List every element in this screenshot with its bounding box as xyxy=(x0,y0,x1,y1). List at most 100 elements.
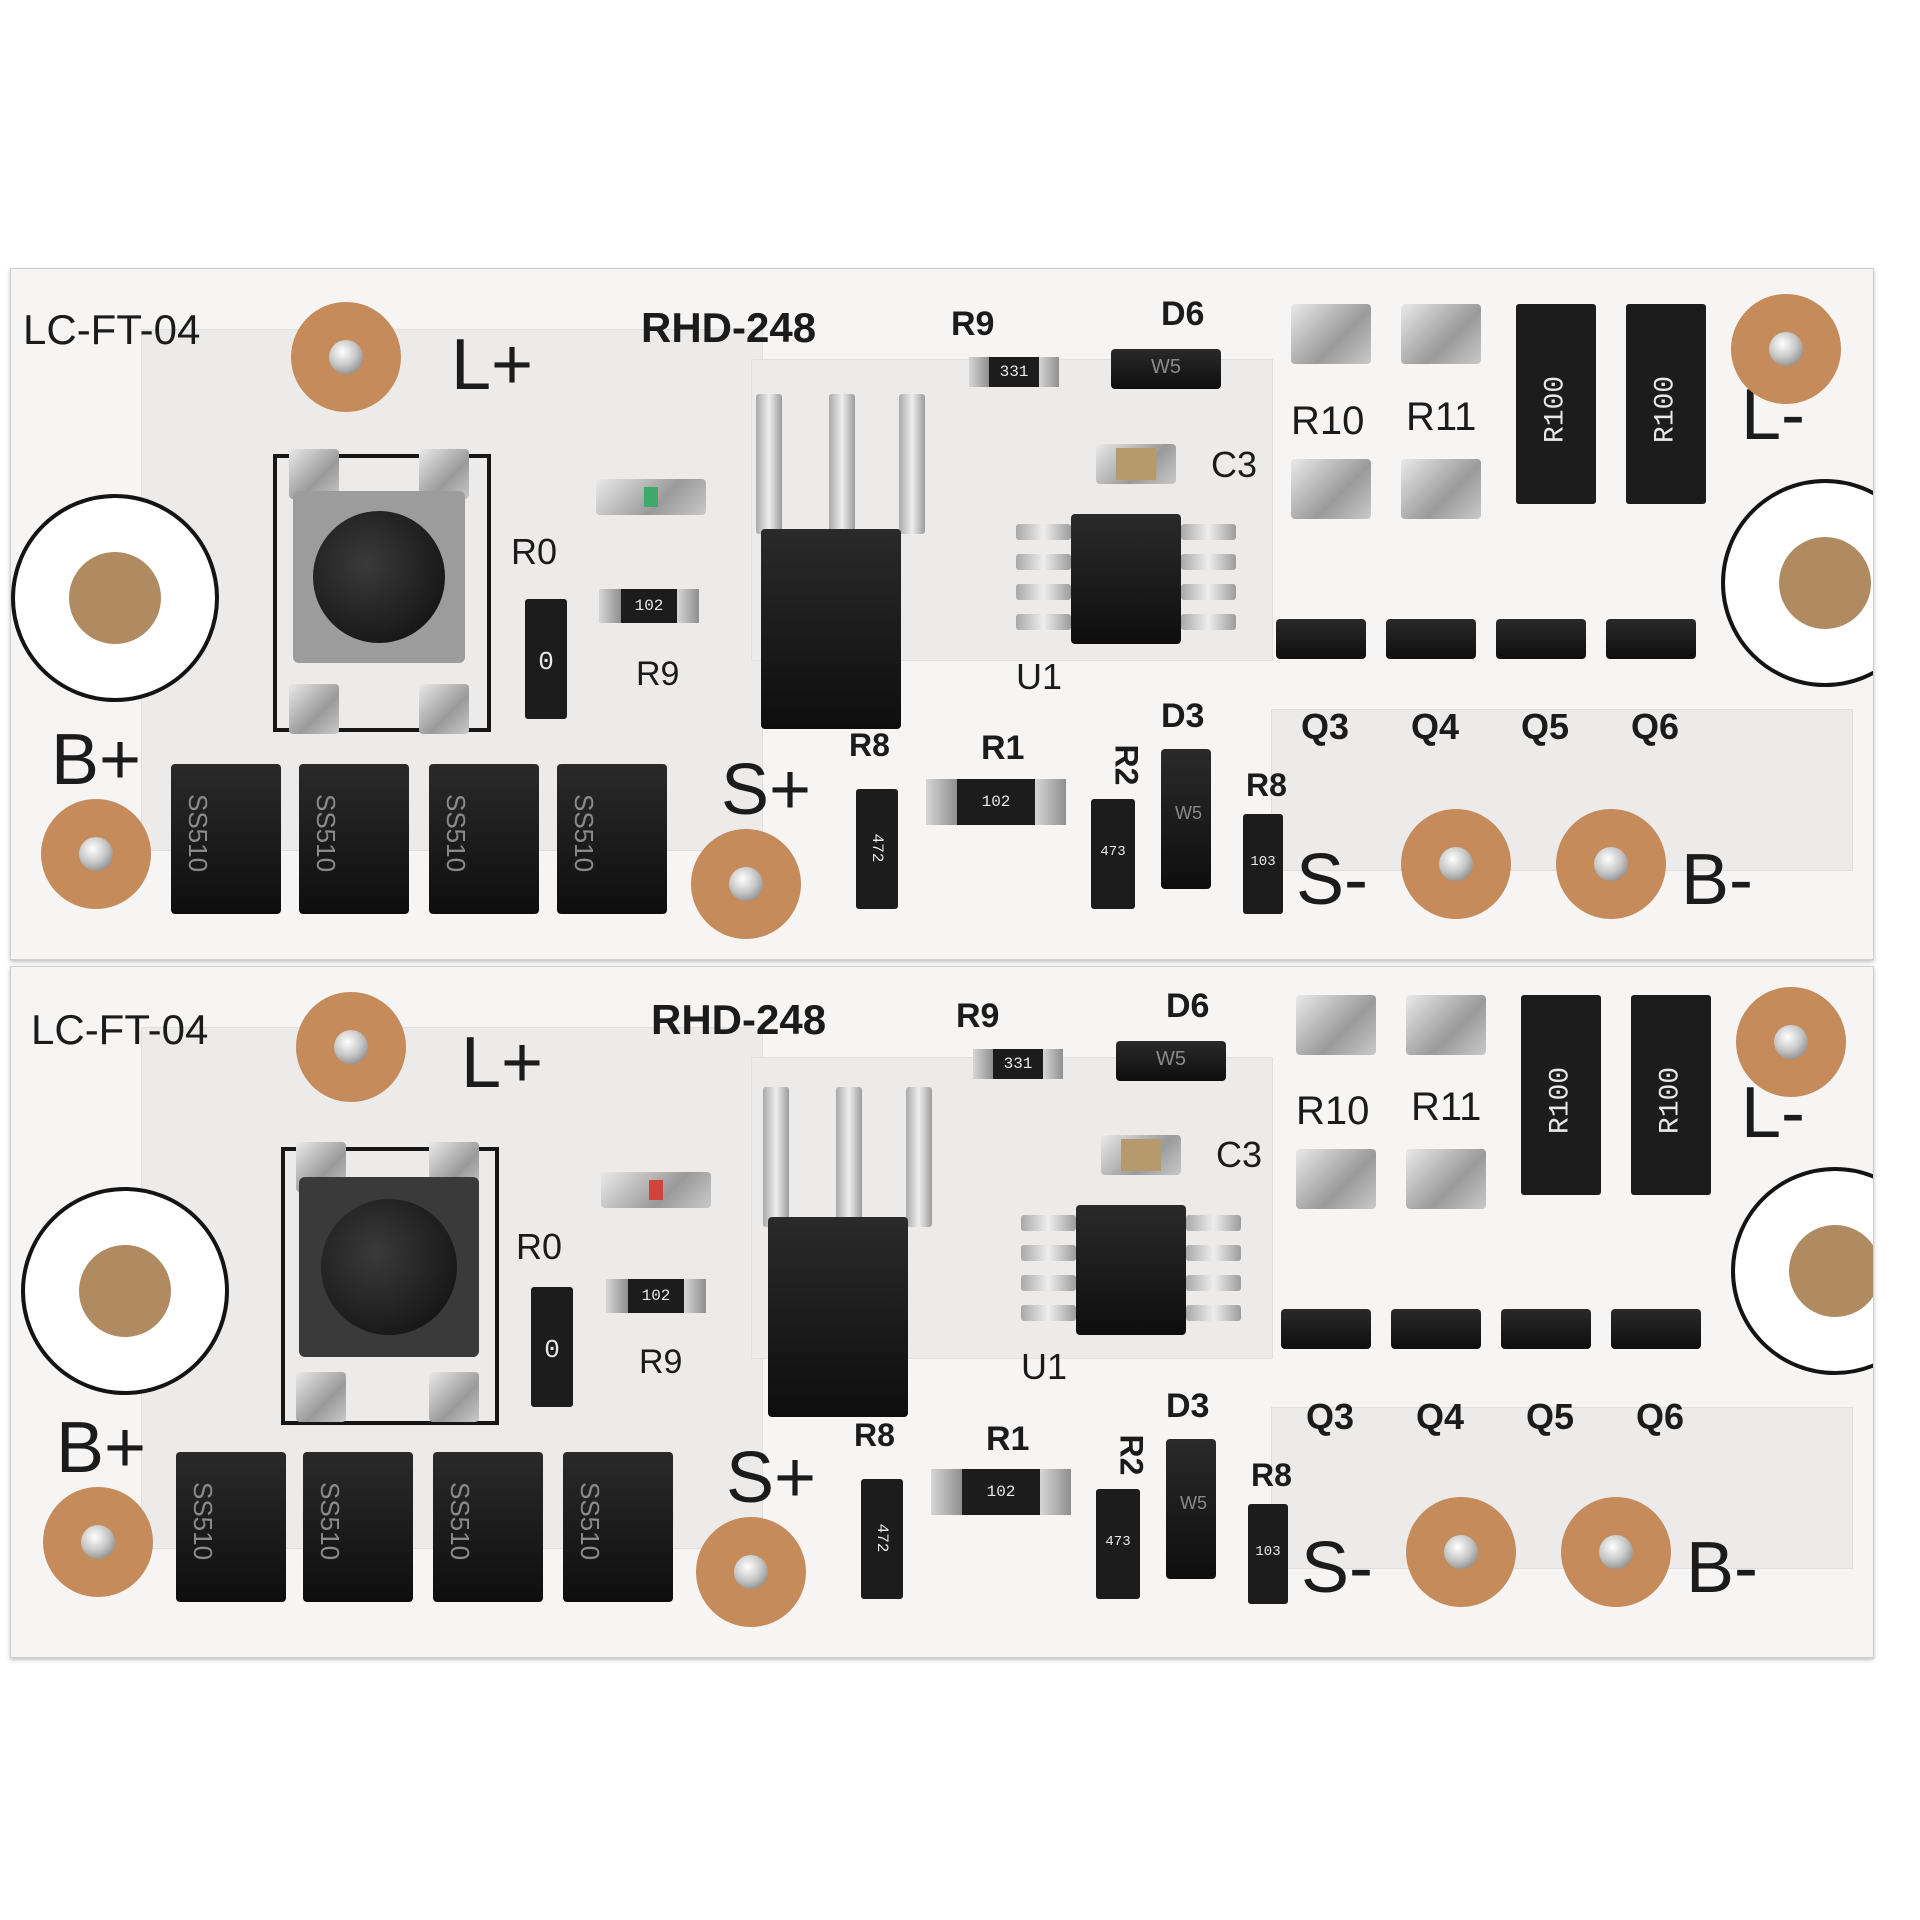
pad-r10 xyxy=(1291,304,1371,364)
ic-pin xyxy=(1186,1215,1241,1231)
pad-b-plus xyxy=(43,1487,153,1597)
diode-ss510: SS510 xyxy=(303,1452,413,1602)
label-r1: R1 xyxy=(986,1420,1030,1458)
led xyxy=(601,1172,711,1208)
resistor-r1: 102 xyxy=(931,1469,1071,1515)
diode-d6: W5 xyxy=(1116,1041,1226,1081)
ic-pin xyxy=(1181,584,1236,600)
mounting-hole-left xyxy=(11,494,219,702)
pcb-board-bottom: LC-FT-04 RHD-248 L+ L- B+ S+ S- B- SS510… xyxy=(10,966,1874,1658)
ic-pin xyxy=(1016,554,1071,570)
terminal-b-plus-label: B+ xyxy=(56,1408,147,1488)
to92-sensor xyxy=(761,529,901,729)
label-q3: Q3 xyxy=(1306,1396,1355,1437)
label-q5: Q5 xyxy=(1521,706,1570,747)
ic-pin xyxy=(1181,554,1236,570)
switch-button[interactable] xyxy=(321,1199,457,1335)
mounting-hole-left xyxy=(21,1187,229,1395)
diode-d6: W5 xyxy=(1111,349,1221,389)
board-code: LC-FT-04 xyxy=(23,306,201,353)
to92-leg xyxy=(899,394,925,534)
resistor-r1: 102 xyxy=(926,779,1066,825)
label-q5: Q5 xyxy=(1526,1396,1575,1437)
mosfet-q3 xyxy=(1281,1309,1371,1349)
label-r2: R2 xyxy=(1113,1434,1150,1476)
pad-r11 xyxy=(1406,1149,1486,1209)
diode-ss510: SS510 xyxy=(171,764,281,914)
pad-r11 xyxy=(1401,304,1481,364)
shunt-resistor: R100 xyxy=(1631,995,1711,1195)
label-q3: Q3 xyxy=(1301,706,1350,747)
resistor-r9-top: 331 xyxy=(969,357,1059,387)
label-r11: R11 xyxy=(1411,1085,1482,1129)
ic-pin xyxy=(1021,1215,1076,1231)
ic-pin xyxy=(1021,1245,1076,1261)
capacitor-c3 xyxy=(1096,444,1176,484)
pad-r11 xyxy=(1401,459,1481,519)
terminal-s-plus-label: S+ xyxy=(726,1438,817,1518)
terminal-b-plus-label: B+ xyxy=(51,720,142,800)
ic-pin xyxy=(1186,1275,1241,1291)
mosfet-q6 xyxy=(1606,619,1696,659)
ic-pin xyxy=(1016,584,1071,600)
switch-button[interactable] xyxy=(313,511,445,643)
label-r8: R8 xyxy=(849,727,890,763)
ic-pin xyxy=(1016,614,1071,630)
resistor-r9-top: 331 xyxy=(973,1049,1063,1079)
resistor-r9: 102 xyxy=(599,589,699,623)
mosfet-q4 xyxy=(1386,619,1476,659)
label-r0: R0 xyxy=(516,1226,563,1267)
label-c3: C3 xyxy=(1211,444,1258,485)
shunt-resistor: R100 xyxy=(1626,304,1706,504)
led xyxy=(596,479,706,515)
label-q4: Q4 xyxy=(1411,706,1460,747)
switch-outline xyxy=(281,1147,499,1425)
resistor-r2: 473 xyxy=(1091,799,1135,909)
switch-outline xyxy=(273,454,491,732)
pad-b-plus xyxy=(41,799,151,909)
label-u1: U1 xyxy=(1021,1346,1068,1387)
label-d3: D3 xyxy=(1166,1387,1210,1425)
diode-d3: W5 xyxy=(1166,1439,1216,1579)
terminal-b-minus-label: B- xyxy=(1686,1528,1758,1608)
resistor-r8b: 103 xyxy=(1248,1504,1288,1604)
diode-ss510: SS510 xyxy=(429,764,539,914)
ic-pin xyxy=(1181,524,1236,540)
ic-pin xyxy=(1021,1305,1076,1321)
ic-pin xyxy=(1186,1245,1241,1261)
diode-ss510: SS510 xyxy=(557,764,667,914)
label-r8b: R8 xyxy=(1251,1457,1292,1493)
label-r2: R2 xyxy=(1108,744,1145,786)
label-r8b: R8 xyxy=(1246,767,1287,803)
switch-leg xyxy=(296,1372,346,1422)
pad-r10 xyxy=(1291,459,1371,519)
mosfet-q5 xyxy=(1496,619,1586,659)
label-r0: R0 xyxy=(511,531,558,572)
to92-sensor xyxy=(768,1217,908,1417)
model-label: RHD-248 xyxy=(651,996,827,1043)
pad-b-minus xyxy=(1561,1497,1671,1607)
label-r9-top: R9 xyxy=(956,997,1000,1035)
label-u1: U1 xyxy=(1016,656,1063,697)
label-c3: C3 xyxy=(1216,1134,1263,1175)
label-q6: Q6 xyxy=(1636,1396,1685,1437)
label-d6: D6 xyxy=(1166,987,1210,1025)
mounting-hole-right xyxy=(1731,1167,1873,1375)
pad-l-minus xyxy=(1736,987,1846,1097)
label-r9-mid: R9 xyxy=(639,1343,683,1381)
diode-ss510: SS510 xyxy=(176,1452,286,1602)
ic-u1 xyxy=(1076,1205,1186,1335)
pad-r10 xyxy=(1296,995,1376,1055)
to92-leg xyxy=(906,1087,932,1227)
to92-leg xyxy=(763,1087,789,1227)
model-label: RHD-248 xyxy=(641,304,817,351)
mounting-hole-right xyxy=(1721,479,1873,687)
shunt-resistor: R100 xyxy=(1516,304,1596,504)
ic-pin xyxy=(1181,614,1236,630)
diode-ss510: SS510 xyxy=(299,764,409,914)
terminal-s-minus-label: S- xyxy=(1296,840,1368,920)
ic-pin xyxy=(1016,524,1071,540)
terminal-s-minus-label: S- xyxy=(1301,1528,1373,1608)
board-code: LC-FT-04 xyxy=(31,1006,209,1053)
label-q4: Q4 xyxy=(1416,1396,1465,1437)
